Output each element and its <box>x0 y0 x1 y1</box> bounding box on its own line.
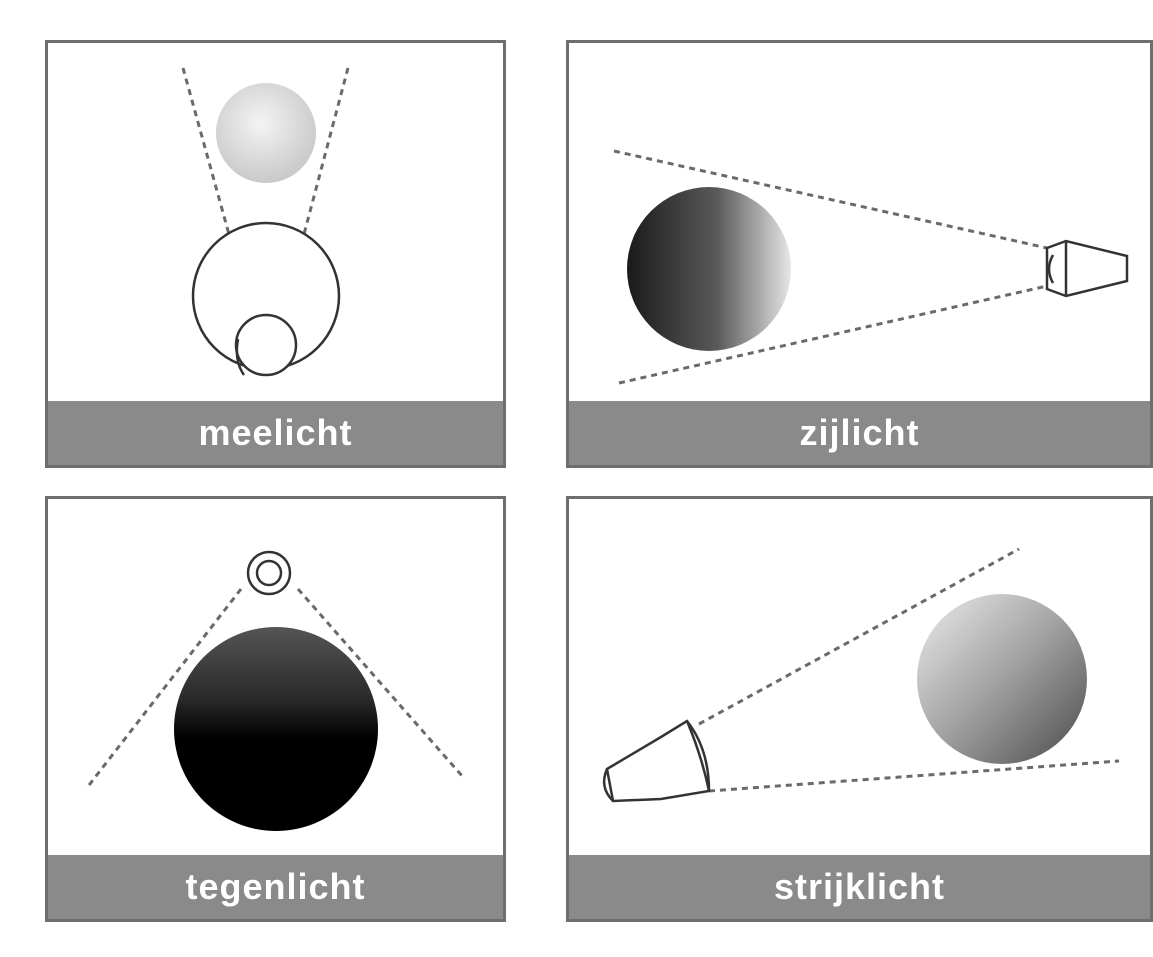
panel-strijklicht: strijklicht <box>566 496 1153 922</box>
panel-zijlicht: zijlicht <box>566 40 1153 468</box>
caption-meelicht: meelicht <box>48 401 503 465</box>
lit-sphere <box>216 83 316 183</box>
caption-zijlicht: zijlicht <box>569 401 1150 465</box>
caption-tegenlicht: tegenlicht <box>48 855 503 919</box>
lamp-icon <box>1047 241 1127 296</box>
panel-meelicht: meelicht <box>45 40 506 468</box>
lamp-icon <box>604 721 709 801</box>
grazing-lit-sphere <box>917 594 1087 764</box>
side-lit-sphere <box>627 187 791 351</box>
caption-strijklicht: strijklicht <box>569 855 1150 919</box>
backlit-sphere <box>174 627 378 831</box>
panel-tegenlicht: tegenlicht <box>45 496 506 922</box>
light-source-icon <box>248 552 290 594</box>
light-source-icon <box>193 223 339 375</box>
